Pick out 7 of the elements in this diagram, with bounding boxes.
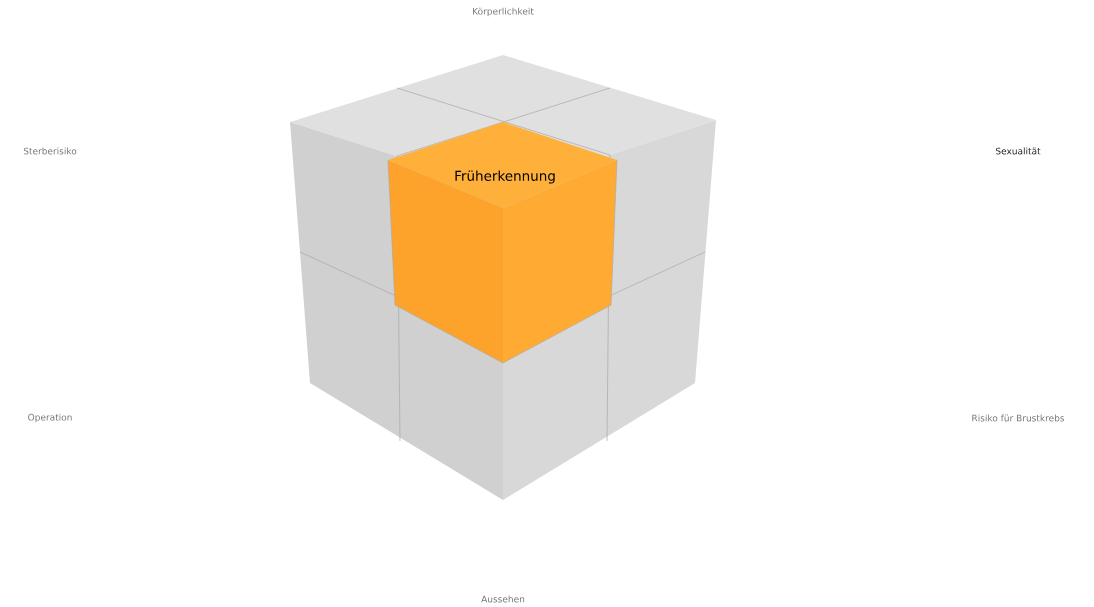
- axis-label: Sterberisiko: [23, 147, 77, 155]
- axis-label: Körperlichkeit: [473, 7, 534, 17]
- axis-label: Aussehen: [481, 595, 525, 603]
- axis-label: Risiko für Brustkrebs: [972, 414, 1065, 422]
- axis-label: Operation: [28, 413, 72, 423]
- axis-label: Sexualität: [996, 147, 1041, 155]
- highlighted-cube: Früherkennung: [387, 122, 618, 364]
